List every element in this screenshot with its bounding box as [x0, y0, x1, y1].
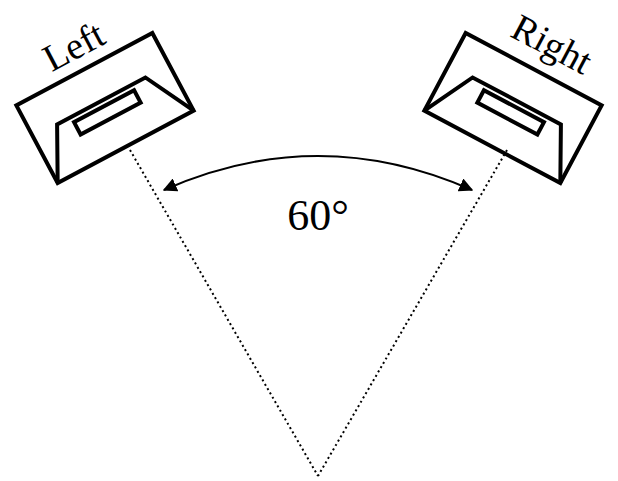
speaker-label: Left	[37, 14, 111, 77]
angle-arc	[164, 156, 472, 190]
speaker-label: Right	[506, 7, 598, 80]
angle-label: 60°	[287, 194, 349, 238]
